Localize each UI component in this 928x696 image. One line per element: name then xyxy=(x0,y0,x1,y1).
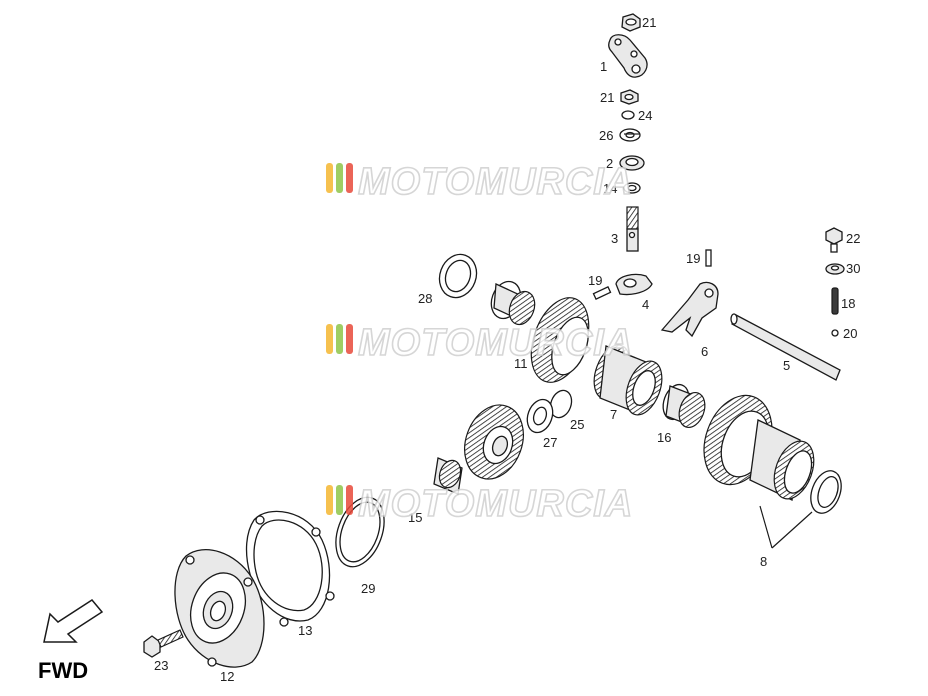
callout-18: 18 xyxy=(841,296,855,311)
washer-26 xyxy=(619,128,641,142)
forward-arrow-icon xyxy=(43,599,104,643)
bearing-28 xyxy=(490,280,536,326)
callout-19-left: 19 xyxy=(588,273,602,288)
cam-4 xyxy=(615,273,653,296)
callout-24: 24 xyxy=(638,108,652,123)
gear-11 xyxy=(530,297,590,383)
gasket-13 xyxy=(243,510,335,627)
hub-8 xyxy=(703,394,815,501)
callout-14: 14 xyxy=(603,181,617,196)
lever-1 xyxy=(608,34,648,78)
svg-text:MOTOMURCIA: MOTOMURCIA xyxy=(358,161,633,203)
washer-27 xyxy=(526,398,554,434)
fork-6 xyxy=(660,281,719,338)
bearing-16 xyxy=(662,383,706,429)
watermark-bottom: MOTOMURCIA xyxy=(326,482,633,526)
pin-19-left xyxy=(592,286,612,300)
ball-20 xyxy=(831,329,839,337)
callout-13: 13 xyxy=(298,623,312,638)
shim-28 xyxy=(438,253,478,299)
cover-12 xyxy=(174,549,265,668)
callout-16: 16 xyxy=(657,430,671,445)
ring-14 xyxy=(623,182,641,194)
shim-29 xyxy=(335,496,385,568)
callout-7: 7 xyxy=(610,407,617,422)
callout-20: 20 xyxy=(843,326,857,341)
watermark-top: MOTOMURCIA xyxy=(326,160,633,204)
bolt-22 xyxy=(825,227,843,253)
pin-19-right xyxy=(705,249,712,267)
callout-23: 23 xyxy=(154,658,168,673)
washer-30 xyxy=(825,263,845,275)
sleeve-7 xyxy=(593,344,663,416)
callout-8: 8 xyxy=(760,554,767,569)
nut-21-middle xyxy=(620,89,639,105)
callout-1: 1 xyxy=(600,59,607,74)
callout-21-middle: 21 xyxy=(600,90,614,105)
clip-25 xyxy=(549,389,573,419)
nut-21-top xyxy=(621,13,641,32)
callout-3: 3 xyxy=(611,231,618,246)
callout-labels: 21 1 21 24 26 2 14 3 19 4 19 6 5 22 30 1… xyxy=(154,15,860,684)
callout-4: 4 xyxy=(642,297,649,312)
callout-26: 26 xyxy=(599,128,613,143)
leader-lines xyxy=(624,133,813,549)
washer-24 xyxy=(621,110,635,120)
callout-28: 28 xyxy=(418,291,432,306)
seal-2 xyxy=(619,155,645,171)
callout-25: 25 xyxy=(570,417,584,432)
callout-27: 27 xyxy=(543,435,557,450)
callout-19-right: 19 xyxy=(686,251,700,266)
callout-12: 12 xyxy=(220,669,234,684)
callout-11: 11 xyxy=(514,356,528,371)
gear-disc xyxy=(464,404,524,480)
svg-text:MOTOMURCIA: MOTOMURCIA xyxy=(358,322,633,364)
spring-18 xyxy=(831,287,839,315)
callout-15: 15 xyxy=(408,510,422,525)
bolt-23 xyxy=(143,629,184,658)
callout-22: 22 xyxy=(846,231,860,246)
callout-29: 29 xyxy=(361,581,375,596)
svg-text:MOTOMURCIA: MOTOMURCIA xyxy=(358,483,633,525)
callout-30: 30 xyxy=(846,261,860,276)
watermark-middle: MOTOMURCIA xyxy=(326,321,633,365)
forward-label: FWD xyxy=(38,658,88,683)
callout-5: 5 xyxy=(783,358,790,373)
callout-2: 2 xyxy=(606,156,613,171)
ring-8 xyxy=(810,470,842,514)
shaft-3 xyxy=(626,206,639,252)
shaft-5 xyxy=(730,313,841,381)
callout-6: 6 xyxy=(701,344,708,359)
callout-21-top: 21 xyxy=(642,15,656,30)
bearing-15 xyxy=(433,457,463,495)
